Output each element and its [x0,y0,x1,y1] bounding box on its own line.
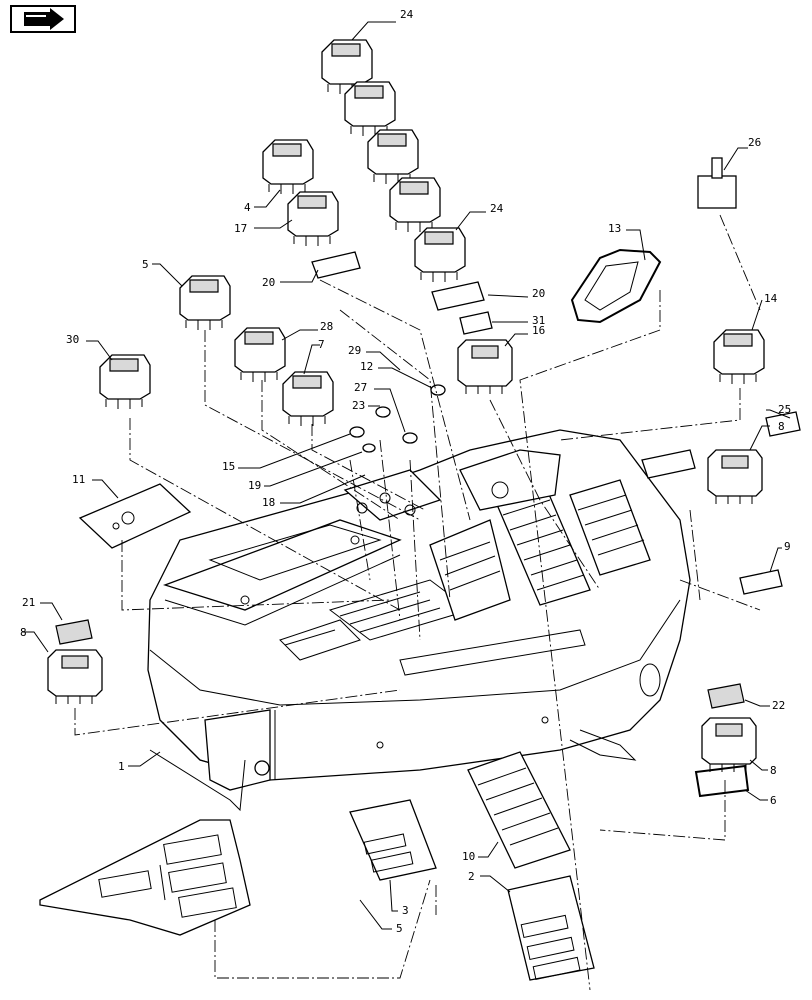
callout-label: 4 [244,201,251,214]
callout-label: 8 [20,626,27,639]
callout-label: 20 [532,287,545,300]
callout-label: 5 [396,922,403,935]
callout-label: 18 [262,496,275,509]
arrow-right-icon [24,8,64,30]
callout-label: 19 [248,479,261,492]
assembly-lines [74,214,761,991]
callout-label: 12 [360,360,373,373]
callout-label: 11 [72,473,85,486]
callout-label: 25 [778,403,791,416]
callout-labels: 24 26 4 17 24 20 5 20 13 31 28 30 16 29 … [20,8,791,935]
callout-label: 26 [748,136,761,149]
callout-label: 30 [66,333,79,346]
callout-label: 1 [118,760,125,773]
callout-label: 14 [764,292,778,305]
callout-label: 8 [770,764,777,777]
callout-label: 16 [532,324,545,337]
callout-label: 24 [490,202,504,215]
switch-frame-group [47,339,763,772]
leader-lines [22,21,791,930]
callout-label: 9 [784,540,791,553]
callout-label: 29 [348,344,361,357]
callout-label: 2 [468,870,475,883]
callout-label: 31 [532,314,545,327]
callout-label: 27 [354,381,367,394]
rocker-switch-group [99,39,765,426]
callout-label: 22 [772,699,785,712]
callout-label: 21 [22,596,35,609]
callout-label: 15 [222,460,235,473]
callout-label: 13 [608,222,621,235]
callout-label: 23 [352,399,365,412]
nav-arrow-button[interactable] [10,5,76,33]
callout-label: 20 [262,276,275,289]
callout-label: 3 [402,904,409,917]
callout-label: 6 [770,794,777,807]
console-body [147,429,691,812]
callout-label: 28 [320,320,333,333]
callout-label: 8 [778,420,785,433]
callout-label: 17 [234,222,247,235]
callout-label: 5 [142,258,149,271]
callout-label: 24 [400,8,414,21]
callout-label: 7 [318,338,325,351]
mounting-plate [39,819,251,936]
caps-and-blanks [55,157,801,981]
callout-label: 10 [462,850,475,863]
